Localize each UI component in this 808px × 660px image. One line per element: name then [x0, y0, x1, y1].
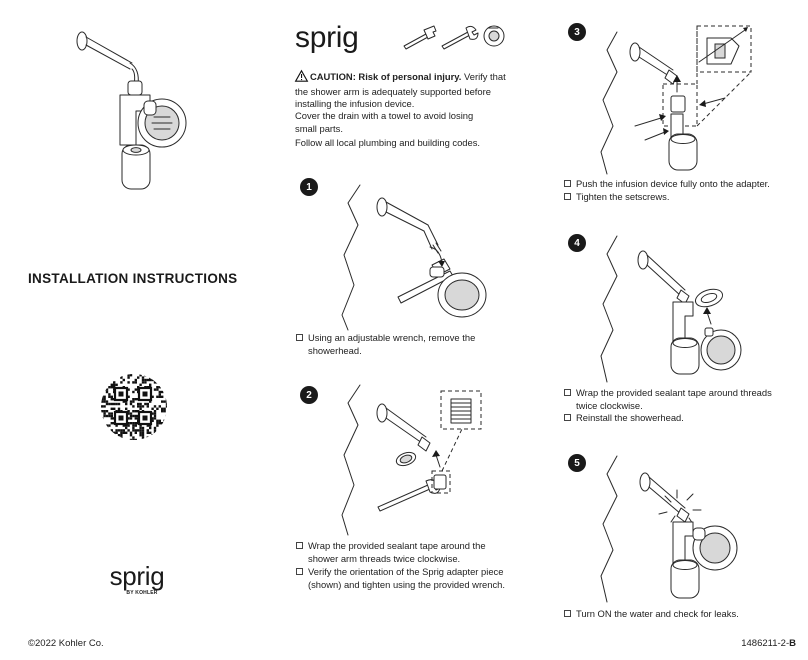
step-1-badge: 1	[300, 178, 318, 196]
caution-block: CAUTION: Risk of personal injury. Verify…	[294, 69, 510, 111]
step-1-item-1[interactable]: Using an adjustable wrench, remove the s…	[296, 332, 486, 357]
checkbox-icon[interactable]	[564, 414, 571, 421]
checkbox-icon[interactable]	[564, 389, 571, 396]
document-title: INSTALLATION INSTRUCTIONS	[28, 271, 238, 286]
adjustable-wrench-icon	[403, 25, 437, 50]
brand-byline: BY KOHLER	[126, 590, 158, 596]
caution-heading: CAUTION: Risk of personal injury.	[310, 71, 462, 82]
checkbox-icon[interactable]	[296, 568, 303, 575]
caution-text: Verify that the shower arm is adequately…	[295, 71, 506, 109]
brand-logo-footer: sprig BY KOHLER	[105, 561, 169, 596]
step-2-badge: 2	[300, 386, 318, 404]
step-2-illustration	[341, 384, 482, 536]
revision-letter: B	[789, 638, 796, 649]
brand-name: sprig	[109, 561, 165, 591]
step-5-item-1[interactable]: Turn ON the water and check for leaks.	[564, 608, 784, 621]
checkbox-icon[interactable]	[564, 180, 571, 187]
tools-illustration	[403, 25, 505, 50]
step-5-illustration	[600, 455, 738, 603]
caution-note-1: Cover the drain with a towel to avoid lo…	[295, 110, 474, 134]
step-3-badge: 3	[568, 23, 586, 41]
step-4-item-2[interactable]: Reinstall the showerhead.	[564, 412, 784, 425]
product-illustration	[76, 31, 187, 190]
step-5-badge: 5	[568, 454, 586, 472]
step-3-item-1[interactable]: Push the infusion device fully onto the …	[564, 178, 794, 191]
checkbox-icon[interactable]	[296, 542, 303, 549]
step-4-illustration	[600, 235, 742, 383]
step-2-item-2[interactable]: Verify the orientation of the Sprig adap…	[296, 566, 516, 591]
step-1-illustration	[341, 184, 487, 331]
checkbox-icon[interactable]	[564, 193, 571, 200]
step-3-illustration	[600, 25, 752, 175]
step-4-badge: 4	[568, 234, 586, 252]
qr-code-icon	[101, 374, 167, 440]
step-2-item-1[interactable]: Wrap the provided sealant tape around th…	[296, 540, 516, 565]
caution-note-2: Follow all local plumbing and building c…	[295, 137, 481, 148]
step-4-item-1[interactable]: Wrap the provided sealant tape around th…	[564, 387, 784, 412]
warning-triangle-icon	[294, 69, 309, 86]
sealant-tape-icon	[483, 25, 505, 47]
part-number: 1486211-2-B	[741, 638, 796, 649]
open-wrench-icon	[441, 25, 479, 50]
brand-logo-header: sprig	[295, 21, 359, 54]
checkbox-icon[interactable]	[296, 334, 303, 341]
copyright: ©2022 Kohler Co.	[28, 638, 104, 649]
checkbox-icon[interactable]	[564, 610, 571, 617]
step-3-item-2[interactable]: Tighten the setscrews.	[564, 191, 794, 204]
